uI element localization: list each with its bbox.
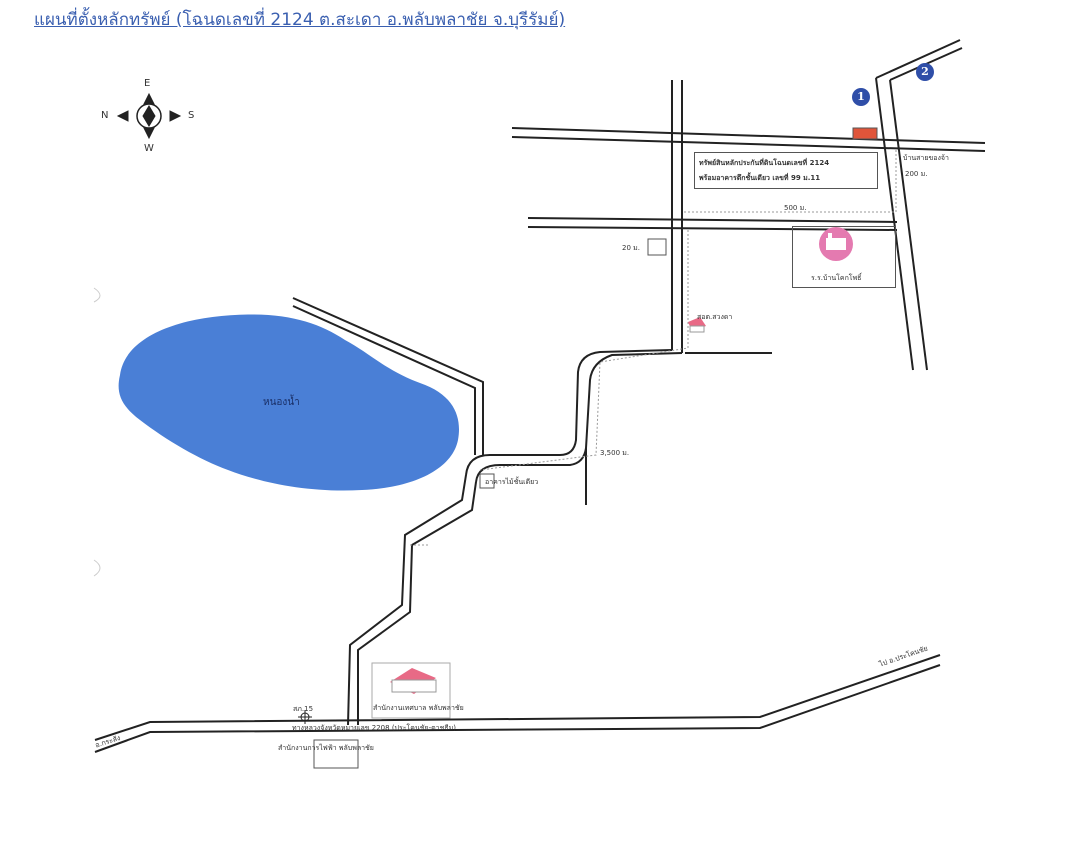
compass-east: E	[144, 78, 151, 89]
village-label: บ้านสายของจ้า	[903, 154, 949, 162]
distance-500: 500 ม.	[784, 204, 807, 212]
pond	[118, 314, 460, 491]
health-station-icon	[688, 317, 706, 333]
marker-2: 2	[916, 63, 934, 81]
property-line-2: พร้อมอาคารตึกชั้นเดียว เลขที่ 99 ม.11	[699, 174, 821, 182]
marker-1: 1	[852, 88, 870, 106]
roads	[94, 39, 986, 753]
landmark-box	[647, 238, 667, 256]
compass-north: N	[101, 110, 109, 121]
school-label: ร.ร.บ้านโคกโพธิ์	[811, 274, 862, 282]
electric-office-frame	[313, 739, 359, 769]
edge-mark	[93, 559, 101, 577]
compass-west: W	[144, 143, 154, 154]
property-line-1: ทรัพย์สินหลักประกันที่ดินโฉนดเลขที่ 2124	[699, 159, 830, 167]
school-frame: ร.ร.บ้านโคกโพธิ์	[792, 226, 896, 288]
property-callout: ทรัพย์สินหลักประกันที่ดินโฉนดเลขที่ 2124…	[694, 152, 878, 189]
property-marker	[852, 127, 878, 140]
district-office-label: สำนักงานเทศบาล พลับพลาชัย	[373, 704, 464, 712]
police-label: สภ.15	[293, 705, 314, 713]
compass-south: S	[188, 110, 195, 121]
distance-200: 200 ม.	[905, 170, 928, 178]
edge-mark	[93, 287, 101, 303]
district-office-icon	[390, 668, 437, 694]
health-station-label: สอต.สวงดา	[697, 313, 733, 321]
distance-3500: 3,500 ม.	[600, 449, 630, 457]
wood-house-icon	[479, 473, 495, 489]
district-office-frame	[371, 662, 451, 719]
distance-20: 20 ม.	[622, 244, 640, 252]
map-title: แผนที่ตั้งหลักทรัพย์ (โฉนดเลขที่ 2124 ต.…	[34, 10, 566, 30]
wood-house-label: อาคารไม้ชั้นเดียว	[485, 478, 539, 486]
highway-label: ทางหลวงจังหวัดหมายเลข 2208 (ประโคนชัย-ตา…	[292, 724, 456, 732]
compass-rose	[116, 92, 182, 140]
pond-label: หนองน้ำ	[263, 397, 300, 408]
police-icon	[298, 710, 312, 724]
electric-office-label: สำนักงานการไฟฟ้า พลับพลาชัย	[278, 744, 374, 752]
route-dotted	[410, 150, 897, 546]
